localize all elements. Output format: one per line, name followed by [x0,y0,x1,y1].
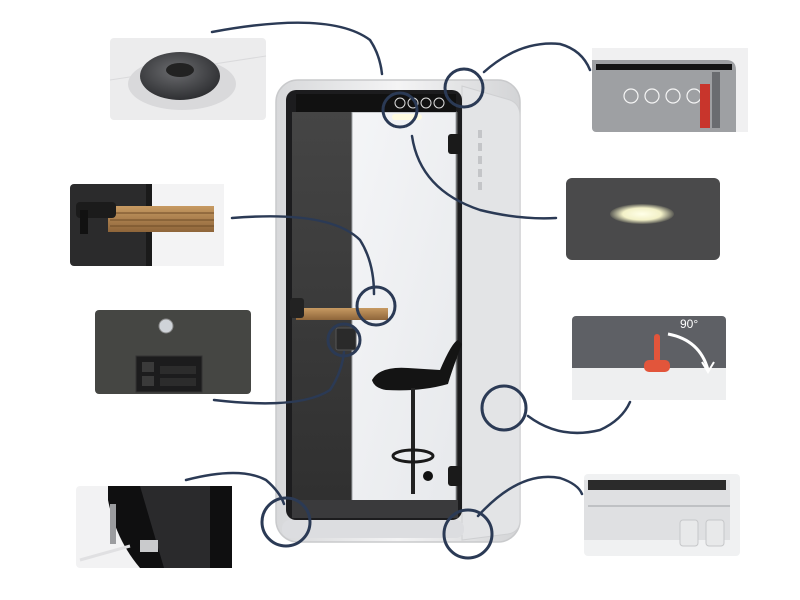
detail-glass-seal [76,486,232,568]
touch-button-icon [158,318,174,334]
door-hinge-bottom [448,466,462,486]
detail-socket-panel [95,310,251,394]
booth-floor [292,500,458,518]
connector-base-corner [476,475,584,518]
fan-speed-icon [644,88,660,104]
ventilation-fan-icon [394,97,406,109]
connector-grommet [210,21,384,76]
ring-bottom-left-seal [260,496,312,548]
power-icon [420,97,432,109]
highlight-rings [260,67,528,560]
detail-control-panel [592,48,748,132]
ring-ceiling-lamp [381,91,419,129]
detail-door-handle [572,316,726,400]
ring-door-handle [480,384,528,432]
connector-desk [230,215,376,296]
detail-cable-grommet [109,38,267,120]
connector-control-panel [482,42,592,74]
callout-connectors [184,21,632,518]
usb-icon [433,97,445,109]
ring-desk [355,285,397,327]
angle-label: 90° [680,317,698,331]
ventilation-fan-icon [623,88,639,104]
connector-door-handle [526,400,632,435]
ring-control-panel [443,67,485,109]
control-icons [394,97,445,109]
door-lock-knob [423,471,433,481]
rotation-arc [667,332,710,371]
booth-side-panel [461,85,521,541]
light-icon [665,88,681,104]
booth-base [282,520,464,538]
detail-wood-shelf [70,184,224,266]
connector-bottom-left-seal [184,471,286,506]
phone-booth [275,79,521,543]
wood-desk [296,308,388,320]
lamp-icon [610,204,674,224]
desk-bracket [290,298,304,318]
ring-socket [326,322,362,358]
handle-icon [644,360,670,372]
glass-door [351,111,457,503]
power-socket-panel [335,327,357,351]
detail-ceiling-light [566,178,720,260]
side-vent-slots [478,130,482,190]
connector-socket [212,350,346,405]
connector-ceiling-lamp [410,134,558,220]
detail-base-corner [584,474,740,556]
ring-base-corner [442,508,494,560]
door-hinge-top [448,134,462,154]
top-control-strip [296,94,456,112]
